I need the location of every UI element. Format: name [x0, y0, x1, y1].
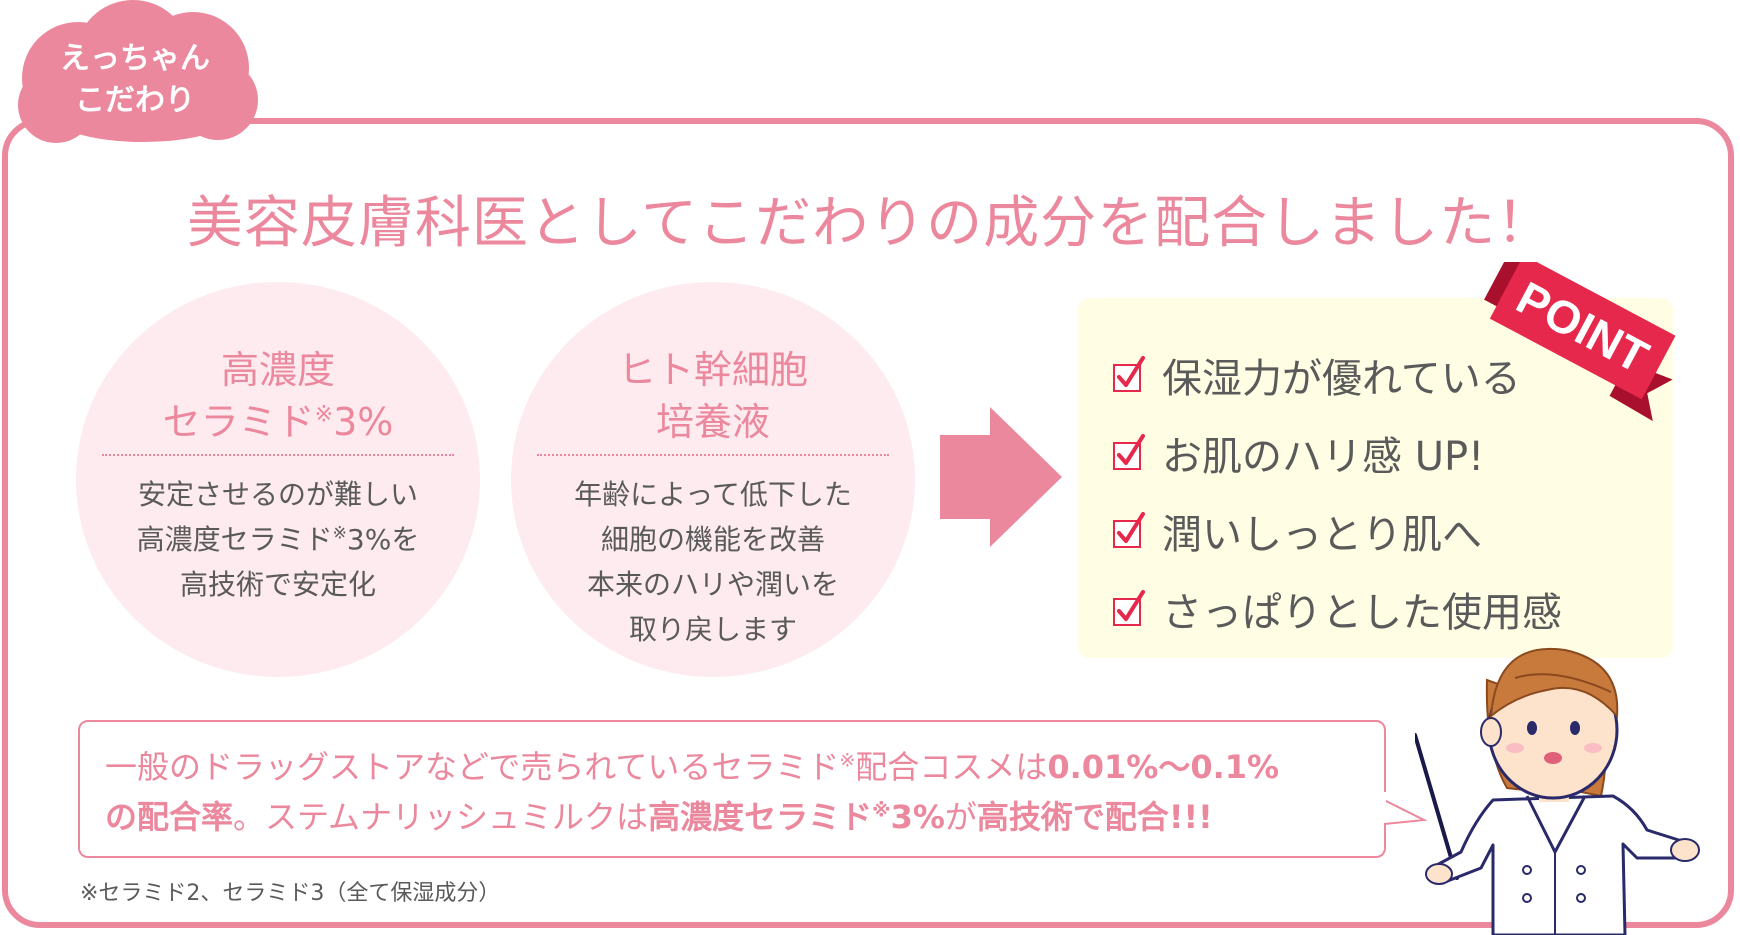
circle-title-line2: セラミド※3% — [162, 400, 394, 444]
circle-title: 高濃度 セラミド※3% — [76, 344, 480, 448]
badge-line2: こだわり — [75, 83, 195, 118]
circle-title: ヒト幹細胞 培養液 — [511, 344, 915, 448]
speech-bubble — [78, 720, 1386, 858]
point-item: さっぱりとした使用感 — [1112, 570, 1562, 648]
dotted-divider — [537, 454, 889, 456]
stem-cell-circle: ヒト幹細胞 培養液 年齢によって低下した 細胞の機能を改善 本来のハリや潤いを … — [511, 282, 915, 677]
dotted-divider — [102, 454, 454, 456]
footnote: ※セラミド2、セラミド3（全て保湿成分） — [80, 881, 501, 906]
checkbox-checked-icon — [1113, 512, 1145, 548]
circle-title-line1: 高濃度 — [220, 348, 335, 392]
bubble-text: 一般のドラッグストアなどで売られているセラミド※配合コスメは0.01%〜0.1%… — [105, 748, 1280, 836]
point-item: お肌のハリ感 UP! — [1112, 414, 1562, 492]
point-item: 潤いしっとり肌へ — [1112, 492, 1562, 570]
circle-title-line1: ヒト幹細胞 — [617, 348, 808, 392]
badge-text: えっちゃん こだわり — [40, 38, 230, 122]
bubble-tail — [1362, 790, 1428, 826]
point-ribbon: POINT — [1484, 262, 1676, 422]
doctor-illustration — [1415, 647, 1700, 935]
point-item: 保湿力が優れている — [1112, 336, 1562, 414]
headline: 美容皮膚科医としてこだわりの成分を配合しました！ — [186, 191, 1554, 256]
circle-body: 安定させるのが難しい 高濃度セラミド※3%を 高技術で安定化 — [136, 478, 420, 601]
ceramide-circle: 高濃度 セラミド※3% 安定させるのが難しい 高濃度セラミド※3%を 高技術で安… — [76, 282, 480, 677]
checkbox-checked-icon — [1113, 356, 1145, 392]
circle-body: 年齢によって低下した 細胞の機能を改善 本来のハリや潤いを 取り戻します — [574, 478, 852, 646]
circle-title-line2: 培養液 — [655, 400, 770, 444]
cloud-badge — [18, 0, 258, 143]
point-list: 保湿力が優れている お肌のハリ感 UP! 潤いしっとり肌へ さっぱりとした使用感 — [1112, 336, 1562, 648]
checkbox-checked-icon — [1113, 434, 1145, 470]
arrow-right-icon — [940, 407, 1062, 547]
checkbox-checked-icon — [1113, 590, 1145, 626]
badge-line1: えっちゃん — [60, 41, 210, 76]
